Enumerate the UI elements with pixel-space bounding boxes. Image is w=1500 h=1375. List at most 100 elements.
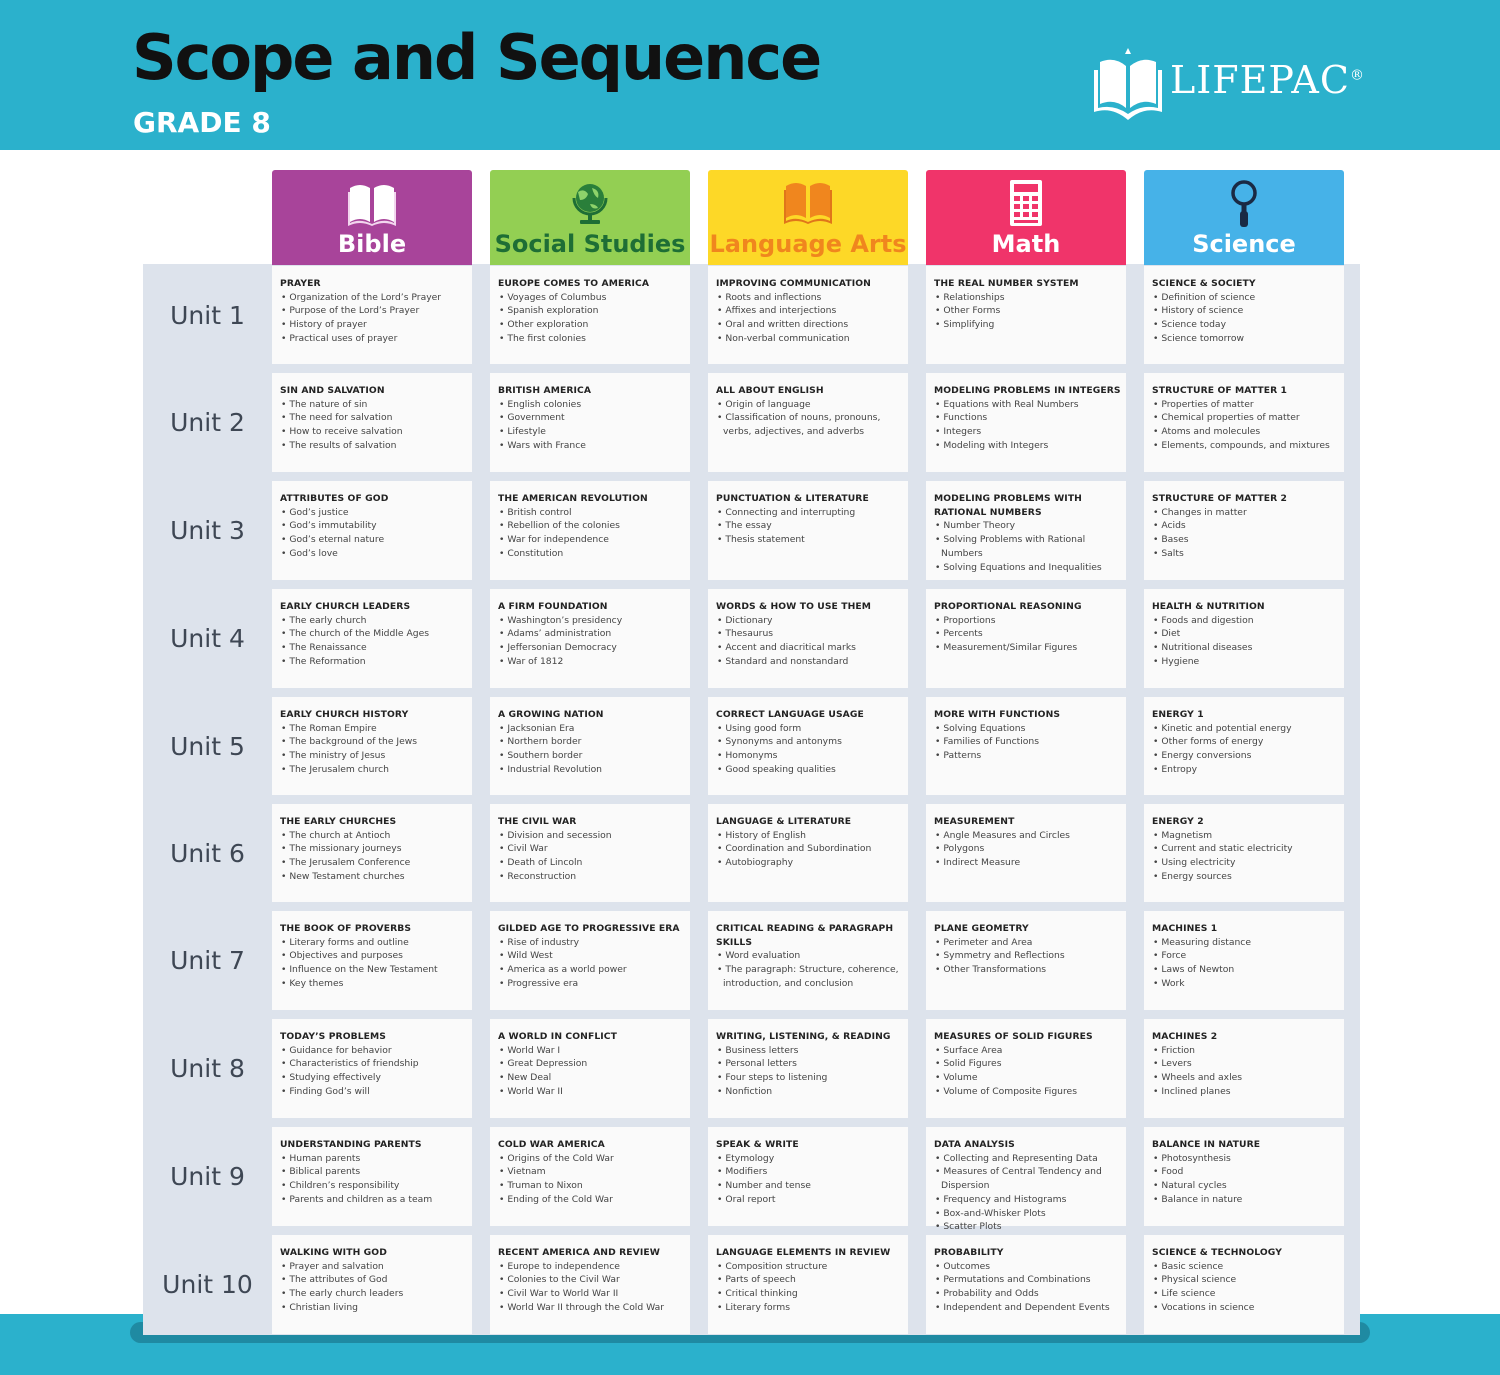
list-item-text: Changes in matter bbox=[1161, 506, 1247, 518]
list-item-text: Modifiers bbox=[725, 1166, 768, 1178]
list-item: • Accent and diacritical marks bbox=[716, 641, 904, 655]
bullet: • bbox=[499, 722, 508, 734]
bullet: • bbox=[717, 1301, 726, 1313]
unit-cell-language-arts: WRITING, LISTENING, & READING• Business … bbox=[708, 1019, 908, 1118]
bullet: • bbox=[499, 534, 508, 546]
list-item-text: Children’s responsibility bbox=[289, 1180, 400, 1192]
bullet: • bbox=[281, 655, 290, 667]
list-item: • Jacksonian Era bbox=[498, 722, 686, 736]
list-item-text: Classification of nouns, pronouns, verbs… bbox=[723, 412, 881, 438]
cell-title: EARLY CHURCH HISTORY bbox=[280, 709, 409, 720]
bullet: • bbox=[1153, 722, 1162, 734]
list-item-text: Wheels and axles bbox=[1161, 1072, 1243, 1084]
bullet: • bbox=[1153, 1274, 1162, 1286]
list-item: • Coordination and Subordination bbox=[716, 842, 904, 856]
bullet: • bbox=[717, 398, 726, 410]
list-item: • Rise of industry bbox=[498, 936, 686, 950]
globe-icon bbox=[568, 178, 612, 232]
cell-title: MEASURES OF SOLID FIGURES bbox=[934, 1031, 1093, 1042]
cell-title: SIN AND SALVATION bbox=[280, 385, 385, 396]
list-item-text: Characteristics of friendship bbox=[289, 1058, 419, 1070]
bullet: • bbox=[1153, 506, 1162, 518]
bullet: • bbox=[717, 829, 726, 841]
list-item: • Relationships bbox=[934, 291, 1122, 305]
list-item: • Government bbox=[498, 411, 686, 425]
bullet: • bbox=[499, 642, 508, 654]
list-item-text: Independent and Dependent Events bbox=[943, 1301, 1110, 1313]
cell-title: PROPORTIONAL REASONING bbox=[934, 601, 1082, 612]
bullet: • bbox=[935, 561, 944, 573]
bullet: • bbox=[281, 1260, 290, 1272]
list-item: • Solving Problems with Rational Numbers bbox=[934, 533, 1122, 560]
list-item: • Reconstruction bbox=[498, 870, 686, 884]
list-item: • The ministry of Jesus bbox=[280, 749, 468, 763]
bullet: • bbox=[499, 426, 508, 438]
bullet: • bbox=[1153, 319, 1162, 331]
list-item-text: Food bbox=[1161, 1166, 1184, 1178]
list-item-text: Origin of language bbox=[725, 398, 811, 410]
list-item-text: Origins of the Cold War bbox=[507, 1152, 614, 1164]
list-item-text: Balance in nature bbox=[1161, 1193, 1243, 1205]
bullet: • bbox=[499, 829, 508, 841]
bullet: • bbox=[1153, 736, 1162, 748]
list-item: • Spanish exploration bbox=[498, 304, 686, 318]
cell-title: SPEAK & WRITE bbox=[716, 1139, 799, 1150]
bullet: • bbox=[499, 736, 508, 748]
bullet: • bbox=[499, 1193, 508, 1205]
cell-title: RECENT AMERICA AND REVIEW bbox=[498, 1247, 661, 1258]
logo-wordmark: LIFEPAC® bbox=[1170, 58, 1365, 102]
list-item-text: Dictionary bbox=[725, 614, 773, 626]
list-item-text: Science tomorrow bbox=[1161, 332, 1244, 344]
list-item: • The early church leaders bbox=[280, 1287, 468, 1301]
list-item-text: Coordination and Subordination bbox=[725, 843, 872, 855]
list-item: • Standard and nonstandard bbox=[716, 655, 904, 669]
unit-cell-language-arts: CORRECT LANGUAGE USAGE• Using good form•… bbox=[708, 697, 908, 795]
unit-label: Unit 3 bbox=[170, 516, 245, 545]
cell-title: THE REAL NUMBER SYSTEM bbox=[934, 278, 1079, 289]
bullet: • bbox=[717, 750, 726, 762]
bullet: • bbox=[499, 412, 508, 424]
list-item-text: Science today bbox=[1161, 319, 1227, 331]
bullet: • bbox=[717, 412, 726, 424]
magnifier-icon bbox=[1226, 178, 1262, 234]
list-item-text: Northern border bbox=[507, 736, 582, 748]
list-item-text: God’s justice bbox=[289, 506, 349, 518]
bullet: • bbox=[935, 964, 944, 976]
list-item: • Families of Functions bbox=[934, 735, 1122, 749]
list-item-text: The first colonies bbox=[507, 332, 586, 344]
bullet: • bbox=[935, 750, 944, 762]
list-item: • The background of the Jews bbox=[280, 735, 468, 749]
cell-title: UNDERSTANDING PARENTS bbox=[280, 1139, 422, 1150]
unit-cell-social-studies: GILDED AGE TO PROGRESSIVE ERA• Rise of i… bbox=[490, 911, 690, 1010]
lifepac-logo: LIFEPAC® bbox=[1092, 46, 1382, 126]
list-item: • Volume bbox=[934, 1071, 1122, 1085]
list-item-text: Collecting and Representing Data bbox=[943, 1152, 1098, 1164]
list-item: • God’s justice bbox=[280, 506, 468, 520]
bullet: • bbox=[1153, 829, 1162, 841]
bullet: • bbox=[281, 977, 290, 989]
list-item-text: Magnetism bbox=[1161, 829, 1213, 841]
list-item: • Thesaurus bbox=[716, 627, 904, 641]
bullet: • bbox=[1153, 977, 1162, 989]
list-item-text: Non-verbal communication bbox=[725, 332, 850, 344]
list-item: • World War II through the Cold War bbox=[498, 1301, 686, 1315]
list-item-text: Industrial Revolution bbox=[507, 763, 603, 775]
bullet: • bbox=[1153, 426, 1162, 438]
list-item-text: Christian living bbox=[289, 1301, 358, 1313]
unit-cell-math: DATA ANALYSIS• Collecting and Representi… bbox=[926, 1127, 1126, 1232]
list-item-text: The Roman Empire bbox=[289, 722, 377, 734]
list-item: • Scatter Plots bbox=[934, 1220, 1122, 1234]
list-item: • Modifiers bbox=[716, 1165, 904, 1179]
list-item-text: Southern border bbox=[507, 750, 583, 762]
list-item: • Finding God’s will bbox=[280, 1085, 468, 1099]
bullet: • bbox=[1153, 439, 1162, 451]
unit-label: Unit 6 bbox=[170, 838, 245, 868]
bullet: • bbox=[717, 655, 726, 667]
list-item: • Solving Equations bbox=[934, 722, 1122, 736]
list-item: • Etymology bbox=[716, 1152, 904, 1166]
list-item: • Solid Figures bbox=[934, 1057, 1122, 1071]
cell-title: PROBABILITY bbox=[934, 1247, 1004, 1258]
unit-cell-language-arts: ALL ABOUT ENGLISH• Origin of language• C… bbox=[708, 373, 908, 472]
cell-title: A WORLD IN CONFLICT bbox=[498, 1031, 618, 1042]
list-item: • The Roman Empire bbox=[280, 722, 468, 736]
